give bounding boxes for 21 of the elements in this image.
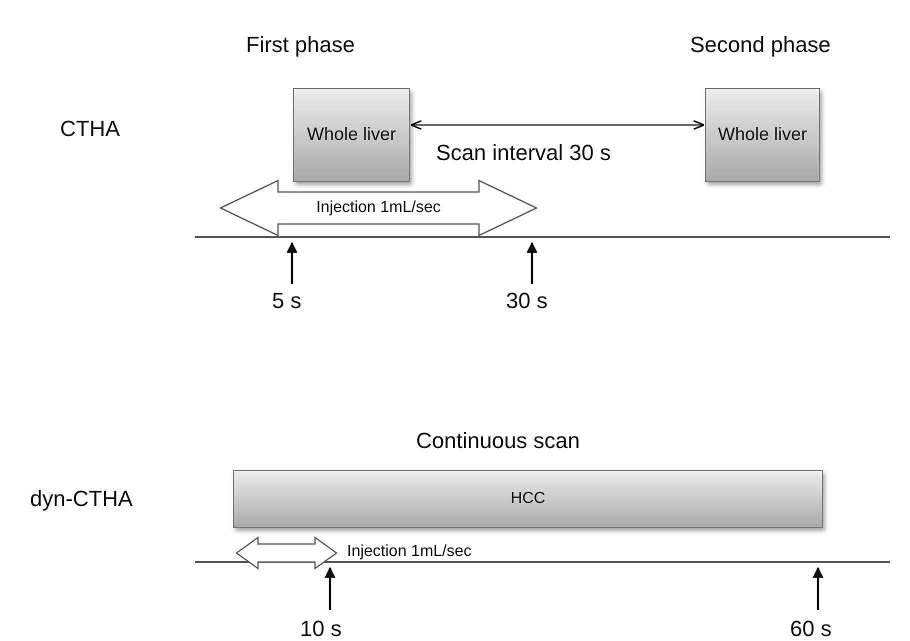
box-label: HCC <box>510 488 546 509</box>
liver-scan-box <box>705 88 820 182</box>
time-label: 60 s <box>790 616 832 641</box>
row-label: dyn-CTHA <box>30 486 133 512</box>
row-label: CTHA <box>60 116 120 142</box>
phase-heading: Second phase <box>690 32 831 58</box>
phase-heading: First phase <box>246 32 355 58</box>
time-label: 10 s <box>300 616 342 641</box>
time-label: 30 s <box>506 288 548 314</box>
scan-bar <box>233 470 823 528</box>
box-label: Whole liver <box>306 123 398 146</box>
interval-arrow <box>410 120 705 130</box>
liver-scan-box <box>293 88 410 182</box>
injection-double-arrow <box>236 537 337 569</box>
time-label: 5 s <box>272 288 302 314</box>
phase-heading: Continuous scan <box>416 428 580 454</box>
edge-label: Scan interval 30 s <box>436 140 611 166</box>
injection-label: Injection 1mL/sec <box>347 543 472 561</box>
injection-double-arrow <box>220 180 537 236</box>
box-label: Whole liver <box>716 123 808 146</box>
arrow-label: Injection 1mL/sec <box>315 198 442 218</box>
